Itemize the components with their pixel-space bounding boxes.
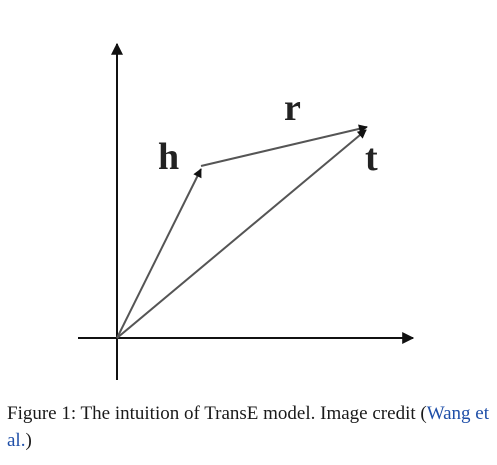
transe-diagram: h r t xyxy=(78,42,415,380)
caption-suffix: ) xyxy=(25,430,32,451)
label-h: h xyxy=(158,136,179,178)
label-r: r xyxy=(284,87,301,129)
vector-r xyxy=(200,124,368,167)
vector-h xyxy=(116,168,202,339)
caption-text: Figure 1: The intuition of TransE model.… xyxy=(7,403,427,424)
citation-link[interactable]: Wang et al. xyxy=(7,403,490,451)
figure-caption: Figure 1: The intuition of TransE model.… xyxy=(7,400,495,454)
vector-t xyxy=(116,129,367,339)
label-t: t xyxy=(365,137,378,179)
